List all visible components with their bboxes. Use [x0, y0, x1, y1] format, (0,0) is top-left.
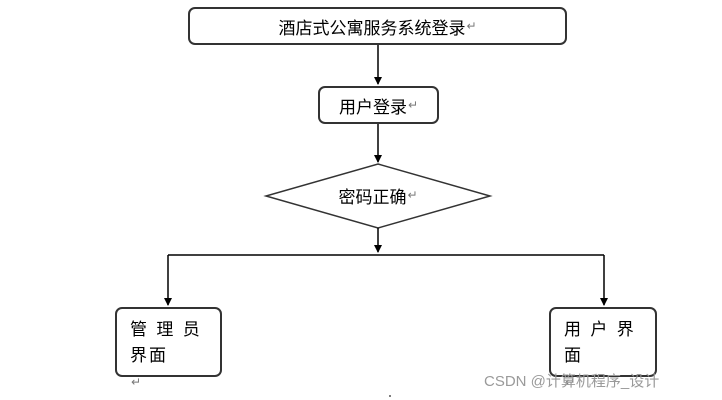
user-interface-box: 用 户 界 面 ↵ — [549, 307, 657, 389]
admin-interface-line1: 管 理 员 — [130, 320, 202, 340]
decision-text: 密码正确 — [338, 187, 407, 208]
paragraph-mark-icon: ↵ — [466, 19, 477, 33]
admin-interface-line2: 界面 — [130, 346, 168, 366]
csdn-watermark: CSDN @计算机程序_设计 — [484, 373, 660, 390]
paragraph-mark-icon: ↵ — [131, 375, 144, 389]
user-interface-line2-wrap: 面↵ — [564, 343, 655, 395]
user-interface-line1: 用 户 界 — [564, 320, 636, 340]
system-login-title-box: 酒店式公寓服务系统登录↵ — [188, 7, 567, 45]
admin-interface-box: 管 理 员 界面 ↵ — [115, 307, 222, 389]
user-interface-line2: 面 — [564, 346, 583, 366]
decision-label: 密码正确↵ — [300, 180, 456, 210]
user-login-box: 用户登录↵ — [318, 86, 439, 124]
user-login-text: 用户登录 — [338, 97, 407, 118]
paragraph-mark-icon: ↵ — [407, 188, 418, 202]
paragraph-mark-icon: ↵ — [407, 98, 419, 112]
paragraph-mark-icon: ↵ — [565, 375, 578, 389]
system-login-title-text: 酒店式公寓服务系统登录 — [278, 18, 466, 39]
stray-dot — [389, 395, 391, 397]
admin-interface-line2-wrap: 界面 ↵ — [130, 343, 220, 395]
